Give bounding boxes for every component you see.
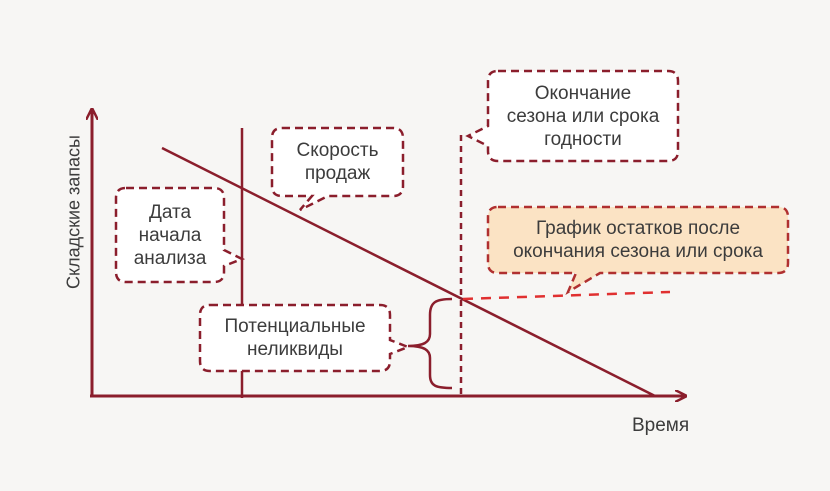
- x-axis-label: Время: [632, 415, 690, 436]
- stock-decline-line: [161, 146, 656, 398]
- analysis-start-callout: [114, 186, 246, 284]
- season-end-text: Окончание сезона или срока годности: [506, 82, 660, 150]
- analysis-start-text: Дата начала анализа: [133, 201, 207, 269]
- stock-after-season-text: График остатков после окончания сезона и…: [513, 218, 763, 262]
- illiquid-callout: [198, 303, 412, 373]
- stock-after-season-callout: [486, 205, 790, 296]
- sales-speed-callout: [270, 126, 405, 212]
- season-end-callout: [465, 69, 680, 163]
- illiquid-brace: [407, 297, 453, 390]
- sales-speed-text: Скорость продаж: [296, 140, 379, 184]
- y-axis-label: Складские запасы: [63, 135, 84, 289]
- illiquid-text: Потенциальные неликвиды: [224, 316, 366, 360]
